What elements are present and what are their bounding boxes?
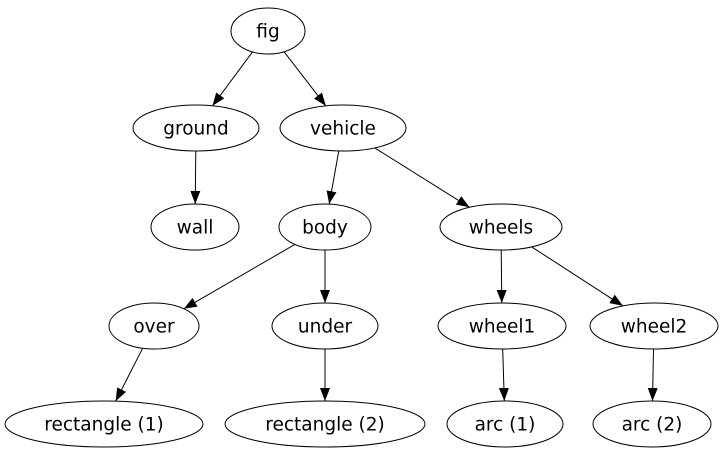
node-rectangle2: rectangle (2) <box>224 400 426 448</box>
node-wall-label: wall <box>177 218 214 239</box>
node-over-shape <box>108 302 200 350</box>
node-arc2: arc (2) <box>592 400 712 448</box>
edge-wheel2-arc2 <box>647 348 658 402</box>
edge-vehicle-body <box>326 150 340 205</box>
node-over-label: over <box>133 317 175 338</box>
node-ground-label: ground <box>163 119 228 140</box>
node-wall-shape <box>150 203 240 251</box>
edge-fig-ground <box>212 51 253 107</box>
node-rectangle1-shape <box>4 400 204 448</box>
node-fig: fig <box>230 7 306 55</box>
node-wheel1-shape <box>437 302 567 350</box>
node-ground-shape <box>132 104 260 152</box>
edge-body-over <box>183 243 296 310</box>
edge-fig-vehicle <box>283 51 327 107</box>
node-arc1: arc (1) <box>446 400 564 448</box>
node-fig-shape <box>230 7 306 55</box>
node-body-shape <box>278 203 372 251</box>
node-arc1-shape <box>446 400 564 448</box>
node-ground: ground <box>132 104 260 152</box>
node-body-label: body <box>302 218 348 239</box>
node-wall: wall <box>150 203 240 251</box>
node-arc1-label: arc (1) <box>475 415 536 436</box>
node-rectangle2-shape <box>224 400 426 448</box>
node-under: under <box>271 302 379 350</box>
node-arc2-shape <box>592 400 712 448</box>
node-vehicle: vehicle <box>279 104 407 152</box>
edge-vehicle-wheels <box>374 147 470 208</box>
node-wheel1-label: wheel1 <box>469 317 536 338</box>
node-fig-label: fig <box>256 22 279 43</box>
node-rectangle1-label: rectangle (1) <box>44 415 163 436</box>
node-arc2-label: arc (2) <box>622 415 683 436</box>
edge-wheels-wheel2 <box>531 246 624 307</box>
node-body: body <box>278 203 372 251</box>
node-vehicle-shape <box>279 104 407 152</box>
node-wheel2: wheel2 <box>589 302 719 350</box>
edge-over-rectangle1 <box>115 348 144 402</box>
node-vehicle-label: vehicle <box>310 119 376 140</box>
node-wheel2-shape <box>589 302 719 350</box>
node-wheels: wheels <box>439 203 563 251</box>
node-under-label: under <box>298 317 353 338</box>
node-wheels-label: wheels <box>469 218 533 239</box>
node-wheels-shape <box>439 203 563 251</box>
node-wheel1: wheel1 <box>437 302 567 350</box>
edge-wheels-wheel1 <box>496 249 507 304</box>
node-under-shape <box>271 302 379 350</box>
node-rectangle2-label: rectangle (2) <box>265 415 384 436</box>
node-rectangle1: rectangle (1) <box>4 400 204 448</box>
node-over: over <box>108 302 200 350</box>
edge-ground-wall <box>190 150 201 205</box>
edge-wheel1-arc1 <box>498 348 509 402</box>
node-wheel2-label: wheel2 <box>621 317 688 338</box>
